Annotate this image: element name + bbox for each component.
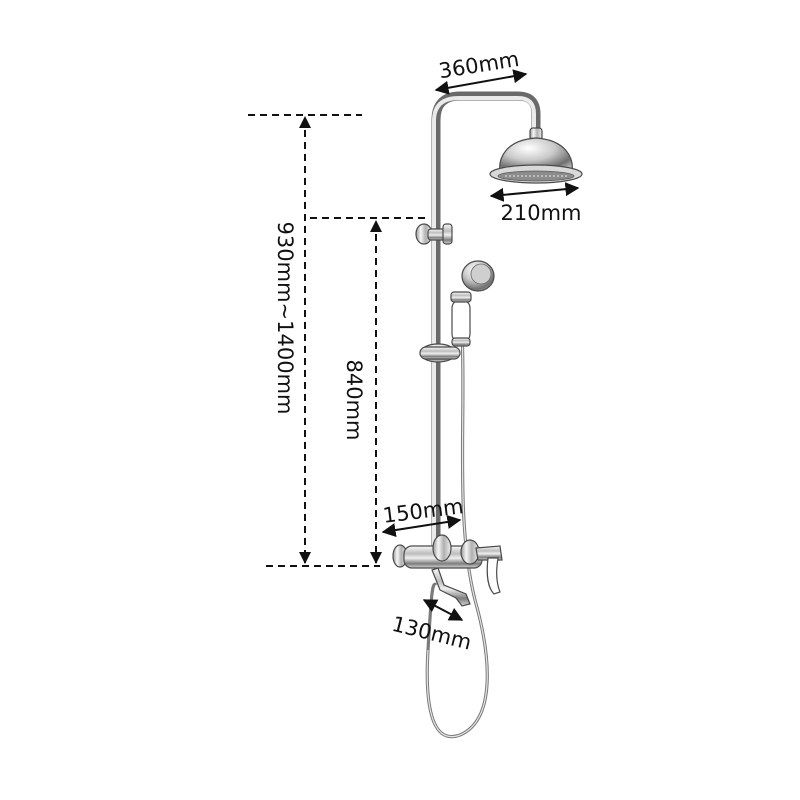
- overhead-shower-head: [489, 127, 583, 184]
- total-height-dimension: 930mm~1400mm: [248, 114, 380, 567]
- head-diameter-label: 210mm: [501, 201, 582, 225]
- bath-spout: [431, 567, 471, 607]
- rail-height-arrow-top: [370, 220, 382, 232]
- shower-column: [415, 91, 541, 565]
- total-height-arrow-bottom: [299, 552, 311, 564]
- mixer-lever-handle: [486, 557, 501, 595]
- top-width-dimension: 360mm: [434, 47, 528, 95]
- mixer-width-arrow: [381, 515, 462, 537]
- mixer-width-dimension: 150mm: [381, 494, 465, 537]
- rail-height-arrow-bottom: [370, 552, 382, 564]
- head-diameter-dimension: 210mm: [489, 182, 582, 225]
- slider-holder: [419, 343, 461, 363]
- hand-shower-handle: [451, 299, 471, 343]
- rail-height-label: 840mm: [342, 360, 366, 441]
- top-width-arrow: [434, 69, 528, 95]
- total-height-label: 930mm~1400mm: [273, 222, 297, 415]
- spout-length-label: 130mm: [389, 612, 473, 655]
- rail-height-dimension: 840mm: [310, 217, 428, 564]
- riser-pipe-highlight: [432, 96, 536, 562]
- mixer-valve: [392, 534, 503, 607]
- hand-shower: [425, 260, 495, 739]
- wall-bracket: [415, 223, 453, 245]
- shower-hose-highlight: [426, 329, 488, 738]
- total-height-arrow-top: [299, 116, 311, 128]
- spout-length-arrow: [422, 599, 464, 621]
- head-diameter-arrow: [489, 182, 580, 202]
- mixer-width-label: 150mm: [381, 494, 464, 528]
